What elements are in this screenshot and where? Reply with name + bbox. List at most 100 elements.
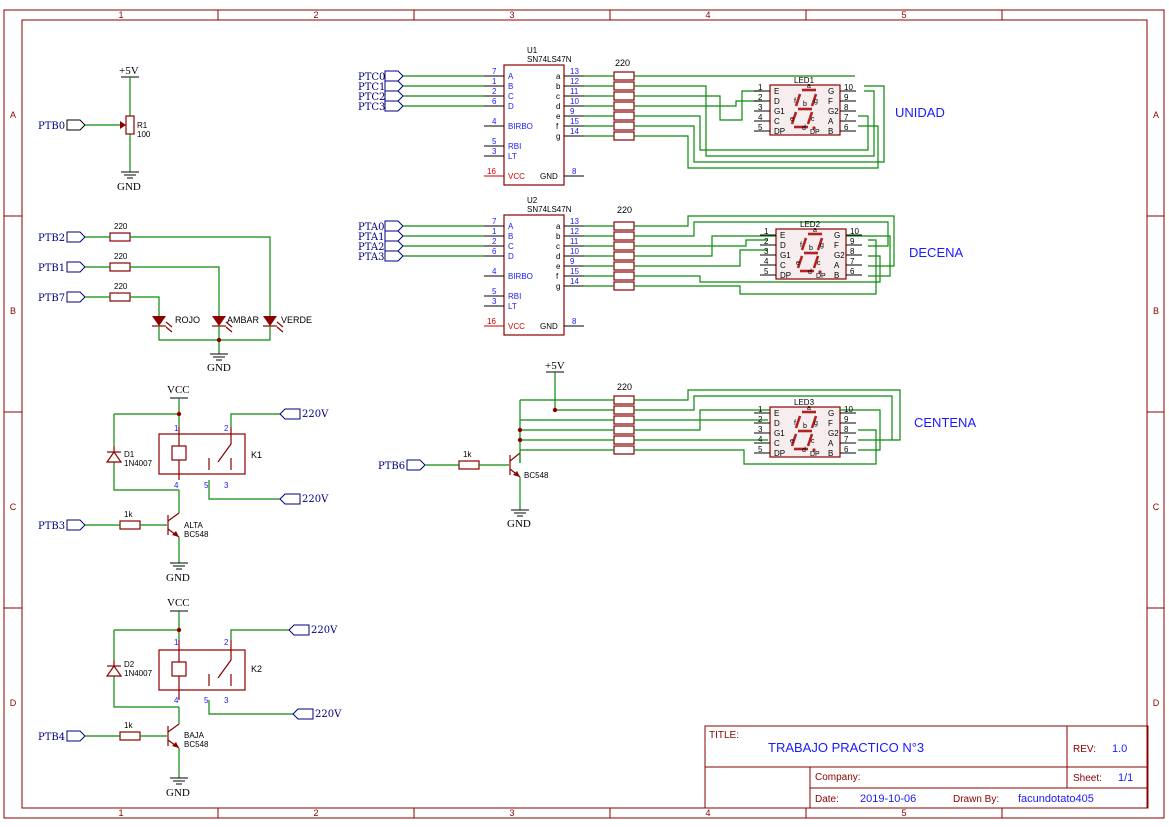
segment-label: d <box>802 447 806 454</box>
row-label: C <box>1153 502 1160 512</box>
col-label: 4 <box>705 10 710 20</box>
svg-text:6: 6 <box>492 97 497 106</box>
display-pin-num: 3 <box>758 425 763 434</box>
potentiometer-section: +5V R1 100 GND PTB0 <box>38 65 151 193</box>
title-label: TITLE: <box>709 730 739 741</box>
port-220v: 220V <box>279 493 329 505</box>
display-ref: LED3 <box>794 398 815 407</box>
svg-text:220: 220 <box>114 282 128 291</box>
drawing-frame: 1 2 3 4 5 1 2 3 4 5 A B C D A B C D <box>3 9 1165 819</box>
diode-d2: D2 1N4007 <box>105 660 153 678</box>
traffic-led-section: PTB2 PTB1 PTB7 220 220 220 ROJO <box>38 222 312 374</box>
date-label: Date: <box>815 794 839 805</box>
port-pta1: PTA1 <box>358 230 404 243</box>
drawn-by-label: Drawn By: <box>953 794 999 805</box>
row-label: B <box>1153 306 1159 316</box>
svg-text:PTB3: PTB3 <box>38 521 65 532</box>
display-pin-num: 7 <box>850 257 855 266</box>
r1-ref: R1 <box>137 121 148 130</box>
svg-text:14: 14 <box>570 127 579 136</box>
svg-text:K2: K2 <box>251 664 262 674</box>
display-pin-name: B <box>828 449 833 458</box>
svg-text:BIRBO: BIRBO <box>508 272 533 281</box>
segment-label: a <box>807 405 811 412</box>
display-pin-num: 10 <box>844 405 853 414</box>
relay-coil <box>171 661 187 677</box>
gnd-label: GND <box>507 518 531 530</box>
svg-text:15: 15 <box>570 267 579 276</box>
centena-driver-section: +5V 220 PTB6 1k BC548 GND <box>378 360 901 530</box>
resistor-220 <box>109 292 131 302</box>
row-label: D <box>10 698 17 708</box>
gnd-label: GND <box>117 181 141 193</box>
svg-text:3: 3 <box>492 147 497 156</box>
svg-text:13: 13 <box>570 217 579 226</box>
svg-text:f: f <box>556 122 559 131</box>
display-pin-name: A <box>828 117 834 126</box>
display-pin-name: E <box>774 87 779 96</box>
svg-text:1: 1 <box>174 424 179 433</box>
led-rojo: ROJO <box>152 315 200 333</box>
display-segment <box>812 255 820 269</box>
svg-text:220V: 220V <box>311 625 338 636</box>
display-pin-num: 9 <box>844 93 849 102</box>
resistor-array <box>613 395 635 455</box>
svg-text:1k: 1k <box>124 510 133 519</box>
port-ptc2: PTC2 <box>358 90 404 103</box>
svg-text:1: 1 <box>492 227 497 236</box>
svg-text:9: 9 <box>570 107 575 116</box>
ground-symbol <box>170 777 188 785</box>
segment-label: c <box>811 438 815 445</box>
decoder-u1-section: U1 SN74LS47N 7 1 2 6 4 5 3 16 A B C D <box>358 46 885 186</box>
display-pin-num: 10 <box>850 227 859 236</box>
wiper-arrow-icon <box>120 121 126 129</box>
display-pin-num: 2 <box>758 93 763 102</box>
svg-text:LT: LT <box>508 152 517 161</box>
display-segment <box>816 237 824 251</box>
svg-text:A: A <box>508 72 514 81</box>
svg-text:2: 2 <box>492 87 497 96</box>
sheet-value: 1/1 <box>1118 772 1133 784</box>
svg-text:220: 220 <box>617 205 632 215</box>
col-label: 5 <box>901 10 906 20</box>
svg-text:D: D <box>508 252 514 261</box>
svg-text:15: 15 <box>570 117 579 126</box>
svg-text:PTA2: PTA2 <box>358 242 384 253</box>
svg-text:c: c <box>556 92 560 101</box>
resistor-array <box>613 221 635 291</box>
display-pin-name: G <box>828 409 834 418</box>
vcc-label: VCC <box>167 597 190 609</box>
svg-text:PTB6: PTB6 <box>378 461 405 472</box>
svg-text:9: 9 <box>570 257 575 266</box>
col-label: 1 <box>118 10 123 20</box>
display-pin-name: G1 <box>774 429 785 438</box>
svg-text:A: A <box>508 222 514 231</box>
port-220v: 220V <box>279 408 329 420</box>
display-pin-name: B <box>834 271 839 280</box>
ic-u1 <box>503 64 565 186</box>
display-pin-num: 2 <box>764 237 769 246</box>
row-label: B <box>10 306 16 316</box>
svg-text:RBI: RBI <box>508 142 521 151</box>
ground-symbol <box>511 509 529 517</box>
col-label: 3 <box>509 10 514 20</box>
power-5v-label: +5V <box>119 65 139 77</box>
svg-text:BC548: BC548 <box>184 740 209 749</box>
ground-symbol <box>170 562 188 570</box>
display-pin-name: D <box>774 419 780 428</box>
segment-label: g <box>820 242 824 249</box>
segment-label: e <box>790 438 794 445</box>
segment-label: f <box>794 98 796 105</box>
display-ref: LED2 <box>800 220 821 229</box>
display-dp-dot <box>812 126 816 130</box>
gnd-label: GND <box>166 572 190 584</box>
u1-ref: U1 <box>527 46 538 55</box>
svg-text:PTC2: PTC2 <box>358 92 385 103</box>
display-pin-name: F <box>834 241 839 250</box>
display-pin-name: A <box>828 439 834 448</box>
port-ptb6: PTB6 <box>378 459 426 472</box>
u2-ref: U2 <box>527 196 538 205</box>
drawing-title: TRABAJO PRACTICO N°3 <box>768 740 924 755</box>
